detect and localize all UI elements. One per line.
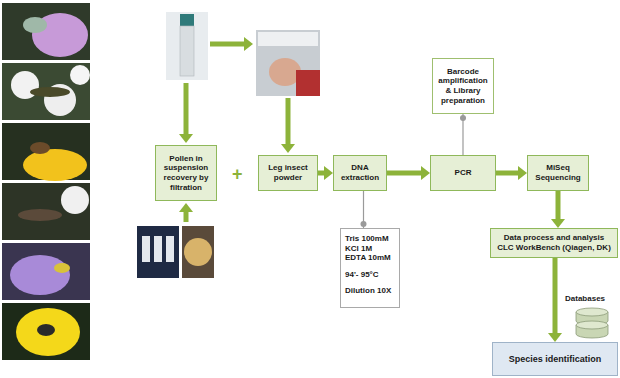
- box-text: Leg insect powder: [262, 163, 314, 182]
- box-text: MiSeq Sequencing: [531, 163, 585, 182]
- result-box: Species identification: [492, 342, 618, 376]
- box-text: Dilution 10X: [345, 286, 391, 296]
- box-text: PCR: [455, 168, 472, 178]
- tube-photo: [166, 12, 208, 80]
- process-box: Leg insect powder: [258, 155, 318, 191]
- connector: [548, 258, 562, 342]
- note-box: Barcode amplification & Library preparat…: [432, 58, 494, 114]
- process-box: MiSeq Sequencing: [527, 155, 589, 191]
- process-box: PCR: [430, 155, 496, 191]
- box-text: Tris 100mM KCl 1M EDTA 10mM: [345, 234, 395, 263]
- box-text: Species identification: [509, 354, 602, 365]
- connector: [361, 191, 367, 228]
- box-text: Pollen in suspension recovery by filtrat…: [159, 154, 213, 192]
- box-text: 94'- 95°C: [345, 270, 379, 280]
- connector: [387, 166, 430, 180]
- plus-sign: +: [232, 164, 243, 185]
- box-text: Barcode amplification & Library preparat…: [436, 67, 490, 105]
- process-box: DNA extraction: [333, 155, 387, 191]
- box-text: DNA extraction: [337, 163, 383, 182]
- filter-photos: [137, 226, 214, 278]
- insect-photos: [2, 3, 90, 360]
- database-icon: [576, 308, 608, 338]
- connector: [460, 114, 466, 155]
- pipetting-photo: [256, 30, 320, 96]
- recipe-box: Tris 100mM KCl 1M EDTA 10mM 94'- 95°C Dilu…: [340, 228, 400, 308]
- process-box: Data process and analysisCLC WorkBench (…: [490, 228, 618, 258]
- box-text: CLC WorkBench (Qiagen, DK): [497, 243, 611, 253]
- connector: [318, 166, 333, 180]
- connector: [551, 191, 565, 228]
- database-label: Databases: [565, 294, 605, 303]
- process-box: Pollen in suspension recovery by filtrat…: [155, 145, 217, 201]
- connector: [496, 166, 527, 180]
- box-text: Data process and analysis: [504, 233, 605, 243]
